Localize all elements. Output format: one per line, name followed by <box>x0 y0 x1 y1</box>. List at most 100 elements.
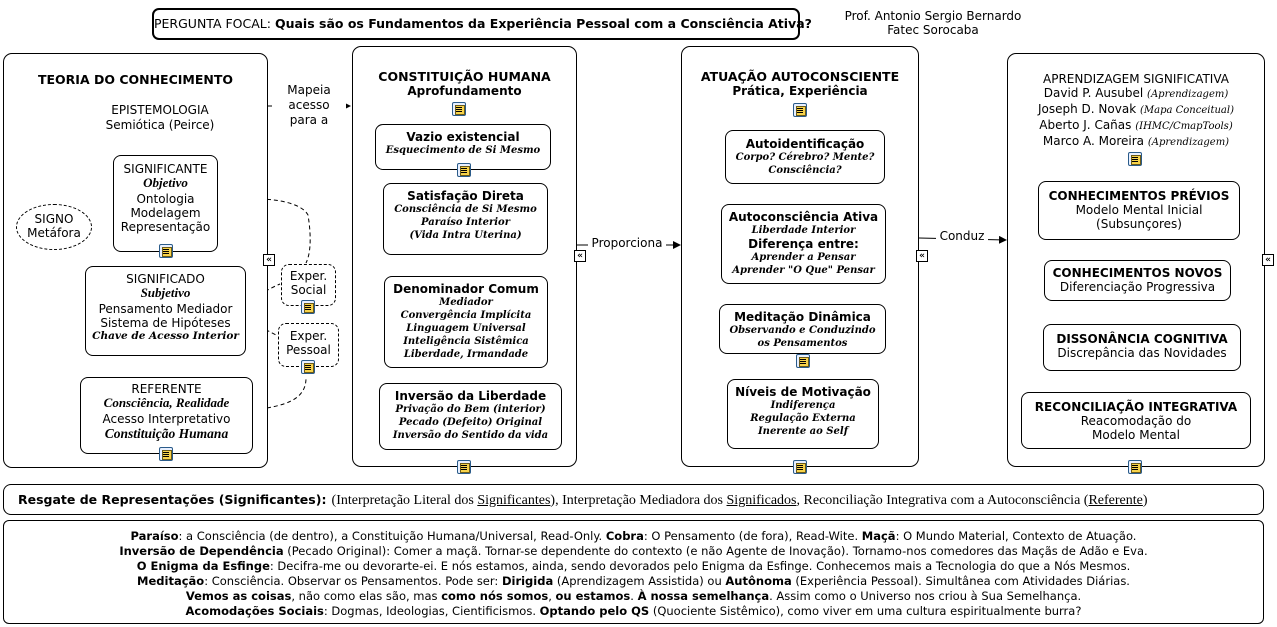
hierarchy-icon[interactable] <box>793 103 807 117</box>
resource-icon[interactable] <box>159 447 173 461</box>
link-conduz: Conduz <box>936 229 988 243</box>
reconciliacao-l1: Reacomodação do <box>1080 414 1192 428</box>
person-novak: Joseph D. Novak (Mapa Conceitual) <box>1038 102 1234 116</box>
people-list: David P. Ausubel (Aprendizagem) Joseph D… <box>1007 86 1265 150</box>
panel-subtitle-constituicao: Aprofundamento <box>407 84 522 98</box>
meditacao-title: Meditação Dinâmica <box>734 310 871 324</box>
niveis-title: Níveis de Motivação <box>735 385 871 399</box>
collapse-icon[interactable]: « <box>916 250 928 262</box>
previos-l2: (Subsunçores) <box>1096 217 1182 231</box>
autoid-title: Autoidentificação <box>745 137 865 151</box>
exper-social-l2: Social <box>290 283 327 297</box>
satisfacao-node[interactable]: Satisfação Direta Consciência de Si Mesm… <box>383 183 548 255</box>
reconciliacao-title: RECONCILIAÇÃO INTEGRATIVA <box>1034 400 1238 414</box>
person-ausubel: David P. Ausubel (Aprendizagem) <box>1043 86 1229 100</box>
referente-title: REFERENTE <box>131 382 202 396</box>
resgate-bar: Resgate de Representações (Significantes… <box>3 484 1264 515</box>
vazio-node[interactable]: Vazio existencial Esquecimento de Si Mes… <box>375 124 551 170</box>
meditacao-l2: os Pensamentos <box>757 338 848 349</box>
previos-l1: Modelo Mental Inicial <box>1075 203 1203 217</box>
significante-l3: Representação <box>120 220 211 234</box>
link-proporciona: Proporciona <box>588 236 666 250</box>
resgate-label: Resgate de Representações (Significantes… <box>18 492 327 507</box>
satisfacao-l3: (Vida Intra Uterina) <box>409 230 522 241</box>
significante-script: Objetivo <box>143 175 188 190</box>
autoid-l2: Consciência? <box>768 165 842 176</box>
satisfacao-title: Satisfação Direta <box>407 189 524 203</box>
reconciliacao-node[interactable]: RECONCILIAÇÃO INTEGRATIVA Reacomodação d… <box>1021 392 1251 449</box>
significante-node[interactable]: SIGNIFICANTE Objetivo Ontologia Modelage… <box>113 155 218 252</box>
resource-icon[interactable] <box>457 163 471 177</box>
dissonancia-title: DISSONÂNCIA COGNITIVA <box>1056 332 1228 346</box>
link-mapeia-l3: para a <box>289 113 329 127</box>
link-mapeia-l1: Mapeia <box>287 83 331 97</box>
resource-icon[interactable] <box>159 244 173 258</box>
collapse-icon[interactable]: « <box>263 254 275 266</box>
exper-social-node[interactable]: Exper. Social <box>281 264 336 306</box>
autocons-t2: Diferença entre: <box>748 237 859 251</box>
exper-social-l1: Exper. <box>289 269 328 283</box>
signo-node[interactable]: SIGNO Metáfora <box>16 204 92 250</box>
autocons-l3: Aprender "O Que" Pensar <box>732 265 875 276</box>
previos-title: CONHECIMENTOS PRÉVIOS <box>1048 189 1230 203</box>
novos-l1: Diferenciação Progressiva <box>1059 280 1216 294</box>
resource-icon[interactable] <box>301 300 315 314</box>
focal-prefix: PERGUNTA FOCAL: <box>154 16 275 31</box>
meditacao-l1: Observando e Conduzindo <box>729 325 876 336</box>
note-paraiso: Paraíso: a Consciência (de dentro), a Co… <box>130 529 1137 543</box>
resgate-text: (Interpretação Literal dos Significantes… <box>331 493 1148 508</box>
autocons-l2: Aprender a Pensar <box>751 252 856 263</box>
notes-box: Paraíso: a Consciência (de dentro), a Co… <box>3 520 1264 624</box>
inversao-l1: Privação do Bem (interior) <box>395 404 546 415</box>
inversao-node[interactable]: Inversão da Liberdade Privação do Bem (i… <box>379 383 562 450</box>
significante-title: SIGNIFICANTE <box>123 162 208 176</box>
note-esfinge: O Enigma da Esfinge: Decifra-me ou devor… <box>136 559 1131 573</box>
novos-node[interactable]: CONHECIMENTOS NOVOS Diferenciação Progre… <box>1044 260 1231 301</box>
reconciliacao-l2: Modelo Mental <box>1092 428 1180 442</box>
niveis-node[interactable]: Níveis de Motivação Indiferença Regulaçã… <box>727 379 879 449</box>
previos-node[interactable]: CONHECIMENTOS PRÉVIOS Modelo Mental Inic… <box>1038 181 1240 240</box>
exper-pessoal-l1: Exper. <box>289 329 328 343</box>
institution: Fatec Sorocaba <box>887 23 979 37</box>
resource-icon[interactable] <box>793 460 807 474</box>
dissonancia-node[interactable]: DISSONÂNCIA COGNITIVA Discrepância das N… <box>1043 324 1241 371</box>
denominador-l5: Liberdade, Irmandade <box>403 349 529 360</box>
collapse-icon[interactable]: « <box>1262 254 1274 266</box>
niveis-l2: Regulação Externa <box>750 413 856 424</box>
significado-node[interactable]: SIGNIFICADO Subjetivo Pensamento Mediado… <box>85 266 246 356</box>
vazio-title: Vazio existencial <box>406 130 520 144</box>
dissonancia-l1: Discrepância das Novidades <box>1057 346 1227 360</box>
exper-pessoal-node[interactable]: Exper. Pessoal <box>278 323 339 367</box>
denominador-node[interactable]: Denominador Comum Mediador Convergência … <box>384 276 548 368</box>
autoid-l1: Corpo? Cérebro? Mente? <box>735 152 875 163</box>
referente-script: Consciência, Realidade <box>103 395 230 410</box>
autoconsciencia-node[interactable]: Autoconsciência Ativa Liberdade Interior… <box>721 204 886 284</box>
inversao-l2: Pecado (Defeito) Original <box>398 417 543 428</box>
signo-subtitle: Metáfora <box>27 226 81 240</box>
denominador-l1: Mediador <box>439 297 493 308</box>
epistemologia-label: EPISTEMOLOGIA <box>111 103 209 117</box>
resource-icon[interactable] <box>796 354 810 368</box>
resource-icon[interactable] <box>1128 460 1142 474</box>
referente-node[interactable]: REFERENTE Consciência, Realidade Acesso … <box>80 377 253 454</box>
satisfacao-l1: Consciência de Si Mesmo <box>394 204 537 215</box>
significante-l2: Modelagem <box>130 206 201 220</box>
autoid-node[interactable]: Autoidentificação Corpo? Cérebro? Mente?… <box>725 130 885 184</box>
resource-icon[interactable] <box>301 360 315 374</box>
note-inversao: Inversão de Dependência (Pecado Original… <box>119 544 1148 558</box>
significado-l2: Sistema de Hipóteses <box>100 316 231 330</box>
author: Prof. Antonio Sergio Bernardo <box>844 9 1022 23</box>
person-moreira: Marco A. Moreira (Aprendizagem) <box>1042 134 1230 148</box>
denominador-l3: Linguagem Universal <box>406 323 526 334</box>
collapse-icon[interactable]: « <box>574 250 586 262</box>
denominador-l4: Inteligência Sistêmica <box>403 336 529 347</box>
meditacao-node[interactable]: Meditação Dinâmica Observando e Conduzin… <box>719 304 886 354</box>
resource-icon[interactable] <box>452 102 466 116</box>
resource-icon[interactable] <box>1128 152 1142 166</box>
inversao-l3: Inversão do Sentido da vida <box>392 430 549 441</box>
resource-icon[interactable] <box>457 460 471 474</box>
significado-script: Subjetivo <box>140 285 191 300</box>
note-meditacao: Meditação: Consciência. Observar os Pens… <box>137 574 1130 588</box>
person-canas: Aberto J. Cañas (IHMC/CmapTools) <box>1039 118 1233 132</box>
panel-title-teoria: TEORIA DO CONHECIMENTO <box>37 72 234 87</box>
